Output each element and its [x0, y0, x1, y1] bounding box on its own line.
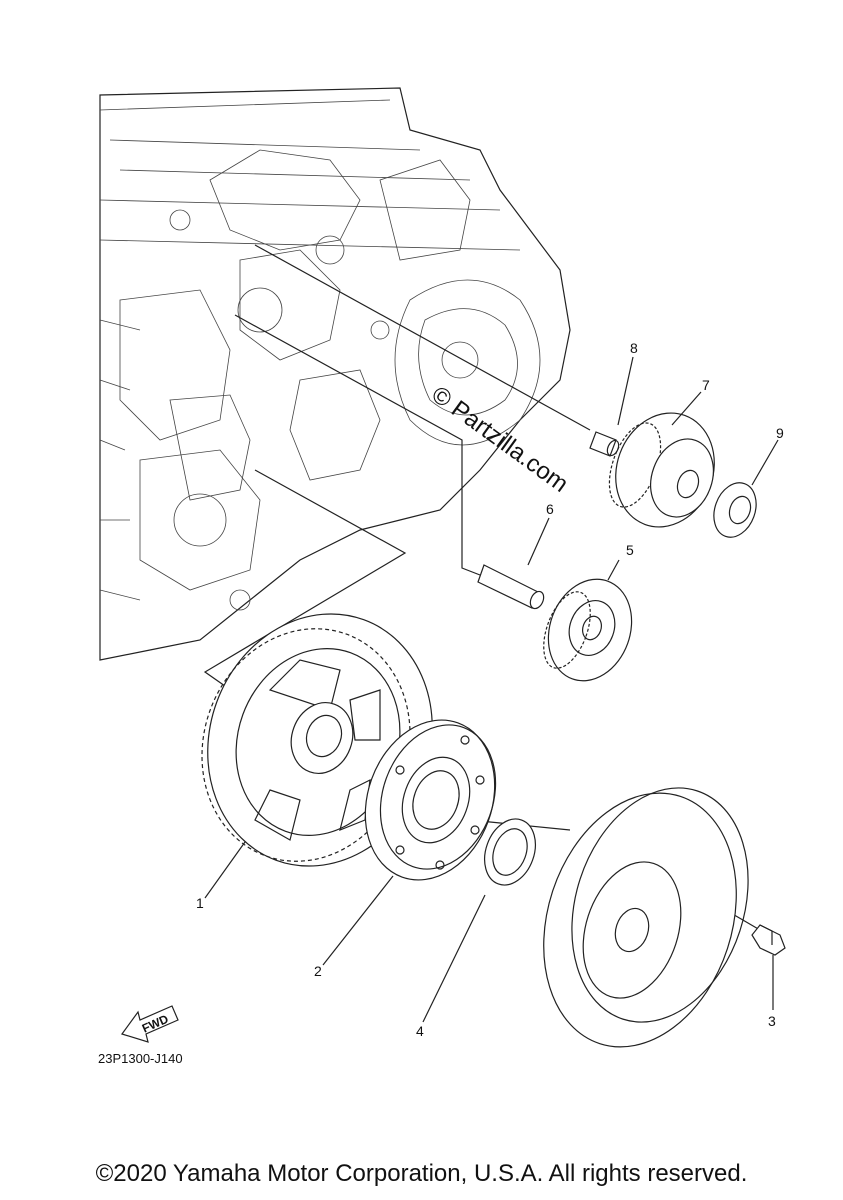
callout-3: 3: [768, 1013, 776, 1029]
fwd-arrow-icon: FWD: [121, 1005, 179, 1043]
part-8-needle-bearing: [589, 431, 620, 457]
part-7-idle-gear-assembly: [608, 412, 715, 528]
callout-7: 7: [702, 377, 710, 393]
callout-6: 6: [546, 501, 554, 517]
callout-1: 1: [196, 895, 204, 911]
copyright-notice: ©2020 Yamaha Motor Corporation, U.S.A. A…: [95, 1160, 748, 1187]
callout-9: 9: [776, 425, 784, 441]
part-6-shaft: [477, 564, 545, 610]
diagram-code: 23P1300-J140: [98, 1051, 183, 1066]
engine-block-drawing: [99, 87, 571, 661]
part-3-bolt: [751, 924, 786, 956]
callout-leaders: [204, 356, 779, 1023]
fwd-label: FWD: [140, 1012, 171, 1036]
watermark-text: © Partzilla.com: [426, 381, 573, 498]
part-2-starter-clutch-assembly: [364, 719, 497, 881]
part-4-washer: [484, 818, 536, 886]
callout-8: 8: [630, 340, 638, 356]
part-9-bearing: [713, 482, 757, 538]
callout-5: 5: [626, 542, 634, 558]
part-5-idle-gear: [543, 578, 633, 682]
callout-2: 2: [314, 963, 322, 979]
generator-rotor-reference: [543, 787, 749, 1048]
callout-4: 4: [416, 1023, 424, 1039]
